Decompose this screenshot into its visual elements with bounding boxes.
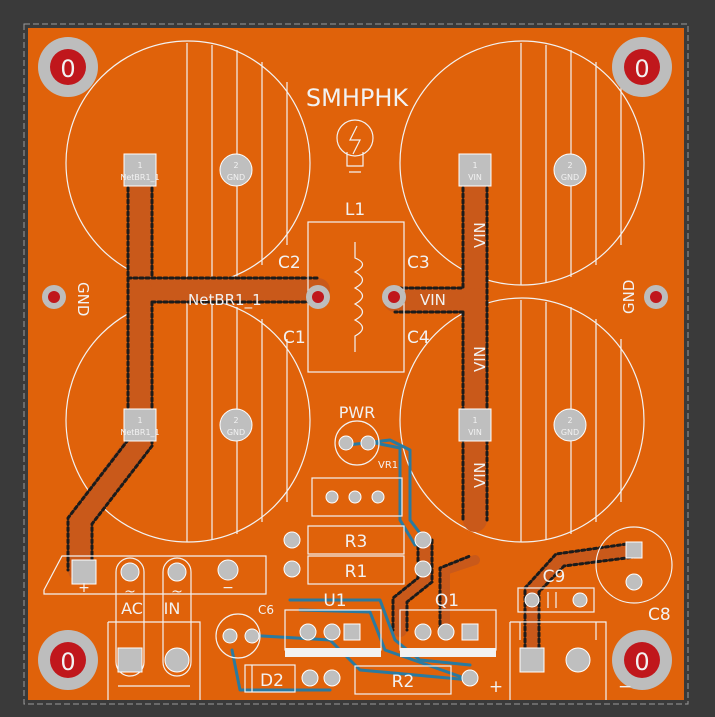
- vin-c4-label: VIN: [471, 346, 489, 372]
- gnd-left-label: GND: [74, 282, 92, 316]
- r1-label: R1: [345, 562, 368, 582]
- c3-pad-1: 1 VIN: [458, 153, 492, 187]
- c8-capacitor: [595, 526, 673, 604]
- bulb-icon: [336, 119, 374, 173]
- d2-label: D2: [260, 671, 284, 691]
- vin-low-label: VIN: [471, 462, 489, 488]
- u1-label: U1: [323, 591, 346, 611]
- svg-text:2: 2: [233, 416, 238, 425]
- tilde-2-label: ~: [171, 584, 183, 600]
- svg-text:2: 2: [567, 161, 572, 170]
- minus-bottom-label: −: [618, 677, 632, 697]
- q1-transistor: [399, 609, 497, 657]
- svg-text:NetBR1_1: NetBR1_1: [120, 173, 159, 182]
- vin-net-label: VIN: [420, 291, 446, 309]
- svg-text:0: 0: [60, 55, 75, 83]
- svg-text:2: 2: [233, 161, 238, 170]
- svg-text:VIN: VIN: [468, 428, 482, 437]
- c1-pad-2: 2 GND: [219, 408, 253, 442]
- brand-label: SMHPHK: [306, 84, 410, 112]
- gnd-right-label: GND: [620, 280, 638, 314]
- mount-hole-br: 0: [612, 630, 672, 690]
- svg-text:0: 0: [634, 55, 649, 83]
- c2-pad-2: 2 GND: [219, 153, 253, 187]
- r1-resistor: [283, 555, 432, 585]
- bridge-rectifier: [43, 555, 267, 595]
- svg-text:VIN: VIN: [468, 173, 482, 182]
- board-edge: [23, 23, 689, 705]
- svg-text:1: 1: [472, 416, 477, 425]
- vr1-header: [311, 477, 403, 517]
- d2-diode: [244, 664, 341, 693]
- c2-outline: [65, 40, 311, 286]
- trace-netbr: [66, 158, 330, 582]
- c9-label: C9: [543, 567, 566, 587]
- svg-text:1: 1: [137, 416, 142, 425]
- svg-text:NetBR1_1: NetBR1_1: [120, 428, 159, 437]
- l1-label: L1: [345, 200, 365, 220]
- u1-regulator: [284, 609, 382, 657]
- c4-pad-1: 1 VIN: [458, 408, 492, 442]
- svg-text:1: 1: [472, 161, 477, 170]
- mount-hole-tl: 0: [38, 37, 98, 97]
- mount-hole-bl: 0: [38, 630, 98, 690]
- svg-text:GND: GND: [561, 428, 579, 437]
- ac-in-connector: [107, 557, 201, 700]
- c6-capacitor: [215, 613, 261, 659]
- r2-resistor: [354, 665, 479, 695]
- q1-label: Q1: [435, 591, 459, 611]
- c2-pad-1: 1 NetBR1_1: [120, 153, 160, 187]
- r3-label: R3: [345, 532, 368, 552]
- gnd-hole-right: [644, 285, 668, 309]
- c4-pad-2: 2 GND: [553, 408, 587, 442]
- output-connector: [509, 621, 607, 700]
- c3-label: C3: [407, 253, 430, 273]
- c3-pad-2: 2 GND: [553, 153, 587, 187]
- minus-conn-label: −: [222, 580, 234, 596]
- svg-text:0: 0: [60, 648, 75, 676]
- svg-text:GND: GND: [561, 173, 579, 182]
- gnd-hole-left: [42, 285, 66, 309]
- tilde-1-label: ~: [124, 584, 136, 600]
- pwr-led: [334, 420, 380, 466]
- l1-inductor: [306, 221, 406, 373]
- mount-hole-tr: 0: [612, 37, 672, 97]
- vr1-label: VR1: [378, 460, 398, 471]
- svg-text:2: 2: [567, 416, 572, 425]
- c6-label: C6: [258, 603, 274, 617]
- c1-label: C1: [283, 328, 306, 348]
- c9-capacitor: [517, 587, 595, 613]
- plus-bottom-label: +: [489, 677, 503, 697]
- vin-c3-label: VIN: [471, 222, 489, 248]
- c4-label: C4: [407, 328, 430, 348]
- in-label: IN: [164, 599, 181, 618]
- netbr-label: NetBR1_1: [188, 291, 262, 310]
- svg-text:1: 1: [137, 161, 142, 170]
- ac-label: AC: [121, 599, 143, 618]
- trace-bottom: [230, 438, 472, 692]
- r3-resistor: [283, 525, 432, 555]
- svg-text:0: 0: [634, 648, 649, 676]
- c1-pad-1: 1 NetBR1_1: [120, 408, 160, 442]
- svg-text:GND: GND: [227, 428, 245, 437]
- c8-label: C8: [648, 605, 671, 625]
- plus-left-label: +: [78, 580, 90, 596]
- r2-label: R2: [392, 672, 415, 692]
- svg-text:GND: GND: [227, 173, 245, 182]
- c2-label: C2: [278, 253, 301, 273]
- pwr-label: PWR: [339, 403, 376, 422]
